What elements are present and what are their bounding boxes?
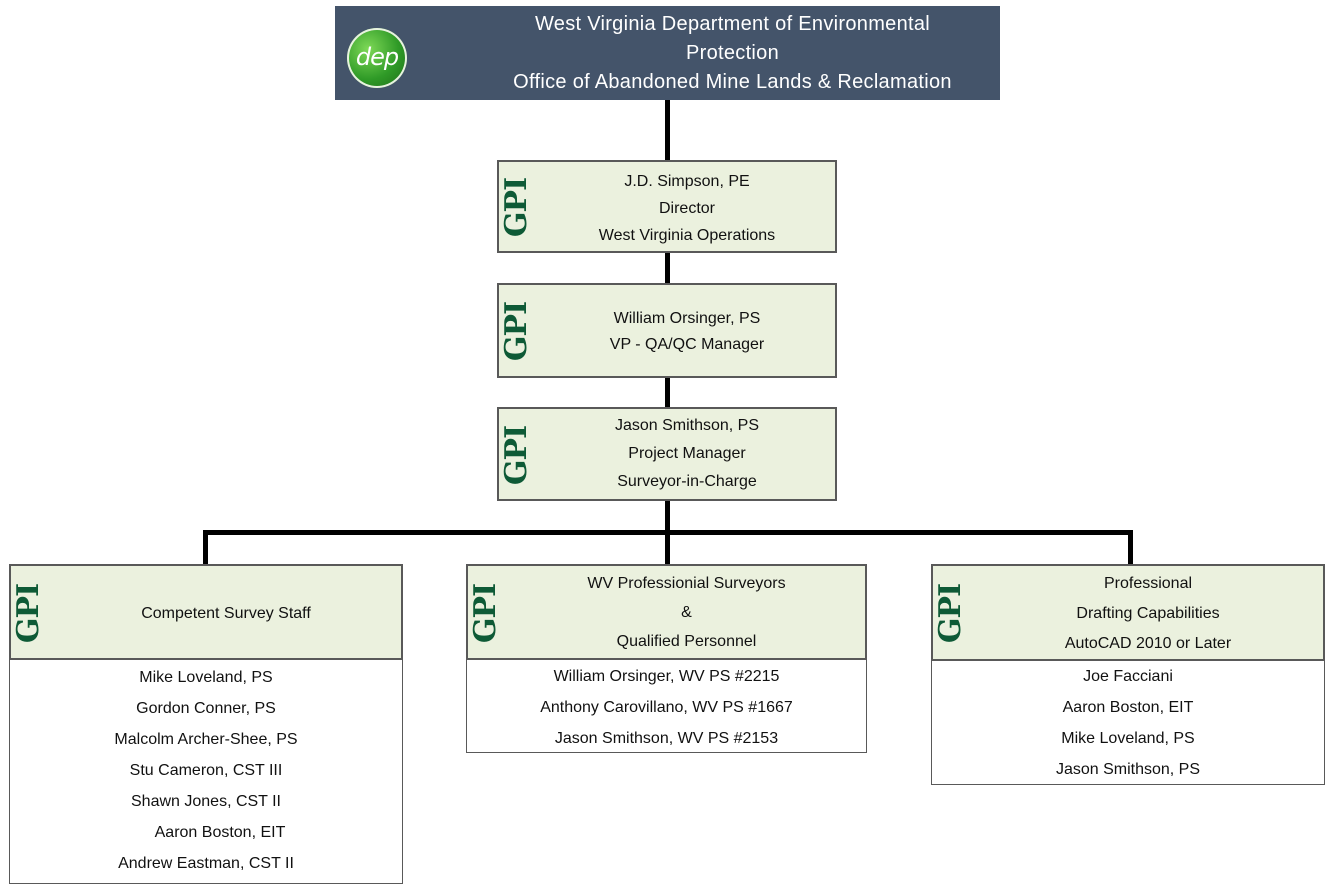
- surveyors-title-line: &: [681, 604, 692, 621]
- drafting-title: Professional Drafting Capabilities AutoC…: [973, 569, 1323, 659]
- connector-header-director: [665, 100, 670, 161]
- pm-box: GPI Jason Smithson, PS Project Manager S…: [497, 407, 837, 501]
- survey-staff-title: Competent Survey Staff: [141, 605, 311, 622]
- vp-name: William Orsinger, PS: [613, 310, 761, 327]
- list-item: Mike Loveland, PS: [139, 669, 273, 686]
- drafting-list: Joe Facciani Aaron Boston, EIT Mike Love…: [931, 661, 1325, 785]
- list-item: Aaron Boston, EIT: [154, 824, 286, 841]
- pm-role: Project Manager: [628, 445, 746, 462]
- list-item: Aaron Boston, EIT: [1062, 699, 1194, 716]
- list-item: Jason Smithson, WV PS #2153: [554, 730, 779, 747]
- list-item: Stu Cameron, CST III: [129, 762, 283, 779]
- connector-vp-pm: [665, 377, 670, 408]
- director-text: J.D. Simpson, PE Director West Virginia …: [539, 168, 835, 249]
- header-title-line: Protection: [685, 42, 780, 64]
- gpi-logo: GPI: [499, 301, 535, 361]
- list-item: Shawn Jones, CST II: [131, 793, 281, 810]
- list-item: Gordon Conner, PS: [136, 700, 276, 717]
- list-item: Jason Smithson, PS: [1055, 761, 1201, 778]
- header-title-line: Office of Abandoned Mine Lands & Reclama…: [513, 71, 952, 93]
- vp-role: VP - QA/QC Manager: [609, 336, 765, 353]
- vp-box: GPI William Orsinger, PS VP - QA/QC Mana…: [497, 283, 837, 378]
- surveyors-title-line: WV Professionial Surveyors: [587, 575, 786, 592]
- connector-bus-survey: [203, 530, 208, 565]
- drafting-title-line: AutoCAD 2010 or Later: [1064, 635, 1232, 652]
- header-title: West Virginia Department of Environmenta…: [475, 10, 990, 97]
- director-box: GPI J.D. Simpson, PE Director West Virgi…: [497, 160, 837, 253]
- pm-name: Jason Smithson, PS: [614, 417, 760, 434]
- drafting-title-line: Drafting Capabilities: [1076, 605, 1220, 622]
- vp-text: William Orsinger, PS VP - QA/QC Manager: [539, 306, 835, 358]
- connector-bus-surveyors: [665, 530, 670, 565]
- list-item: Mike Loveland, PS: [1061, 730, 1195, 747]
- connector-director-vp: [665, 252, 670, 284]
- connector-pm-bus: [665, 500, 670, 532]
- gpi-logo: GPI: [499, 177, 535, 237]
- director-name: J.D. Simpson, PE: [624, 173, 750, 190]
- surveyors-box: GPI WV Professionial Surveyors & Qualifi…: [466, 564, 867, 660]
- director-role: Director: [658, 200, 715, 217]
- director-division: West Virginia Operations: [598, 227, 776, 244]
- surveyors-list: William Orsinger, WV PS #2215 Anthony Ca…: [466, 660, 867, 753]
- gpi-logo: GPI: [499, 425, 535, 485]
- gpi-logo: GPI: [468, 583, 504, 643]
- connector-bus-drafting: [1128, 530, 1133, 565]
- pm-role-secondary: Surveyor-in-Charge: [617, 473, 757, 490]
- survey-staff-box: GPI Competent Survey Staff: [9, 564, 403, 660]
- org-header: dep West Virginia Department of Environm…: [335, 6, 1000, 100]
- list-item: William Orsinger, WV PS #2215: [553, 668, 780, 685]
- drafting-title-line: Professional: [1103, 575, 1193, 592]
- pm-text: Jason Smithson, PS Project Manager Surve…: [539, 412, 835, 496]
- list-item: Malcolm Archer-Shee, PS: [114, 731, 298, 748]
- list-item: Joe Facciani: [1083, 668, 1173, 685]
- list-item: Anthony Carovillano, WV PS #1667: [540, 699, 793, 716]
- gpi-logo: GPI: [933, 583, 969, 643]
- dep-logo: dep: [347, 28, 407, 88]
- gpi-logo: GPI: [11, 583, 47, 643]
- header-title-line: West Virginia Department of Environmenta…: [534, 13, 931, 35]
- survey-staff-list: Mike Loveland, PS Gordon Conner, PS Malc…: [9, 660, 403, 884]
- surveyors-title: WV Professionial Surveyors & Qualified P…: [508, 569, 865, 656]
- surveyors-title-line: Qualified Personnel: [616, 633, 757, 650]
- drafting-box: GPI Professional Drafting Capabilities A…: [931, 564, 1325, 661]
- list-item: Andrew Eastman, CST II: [118, 855, 294, 872]
